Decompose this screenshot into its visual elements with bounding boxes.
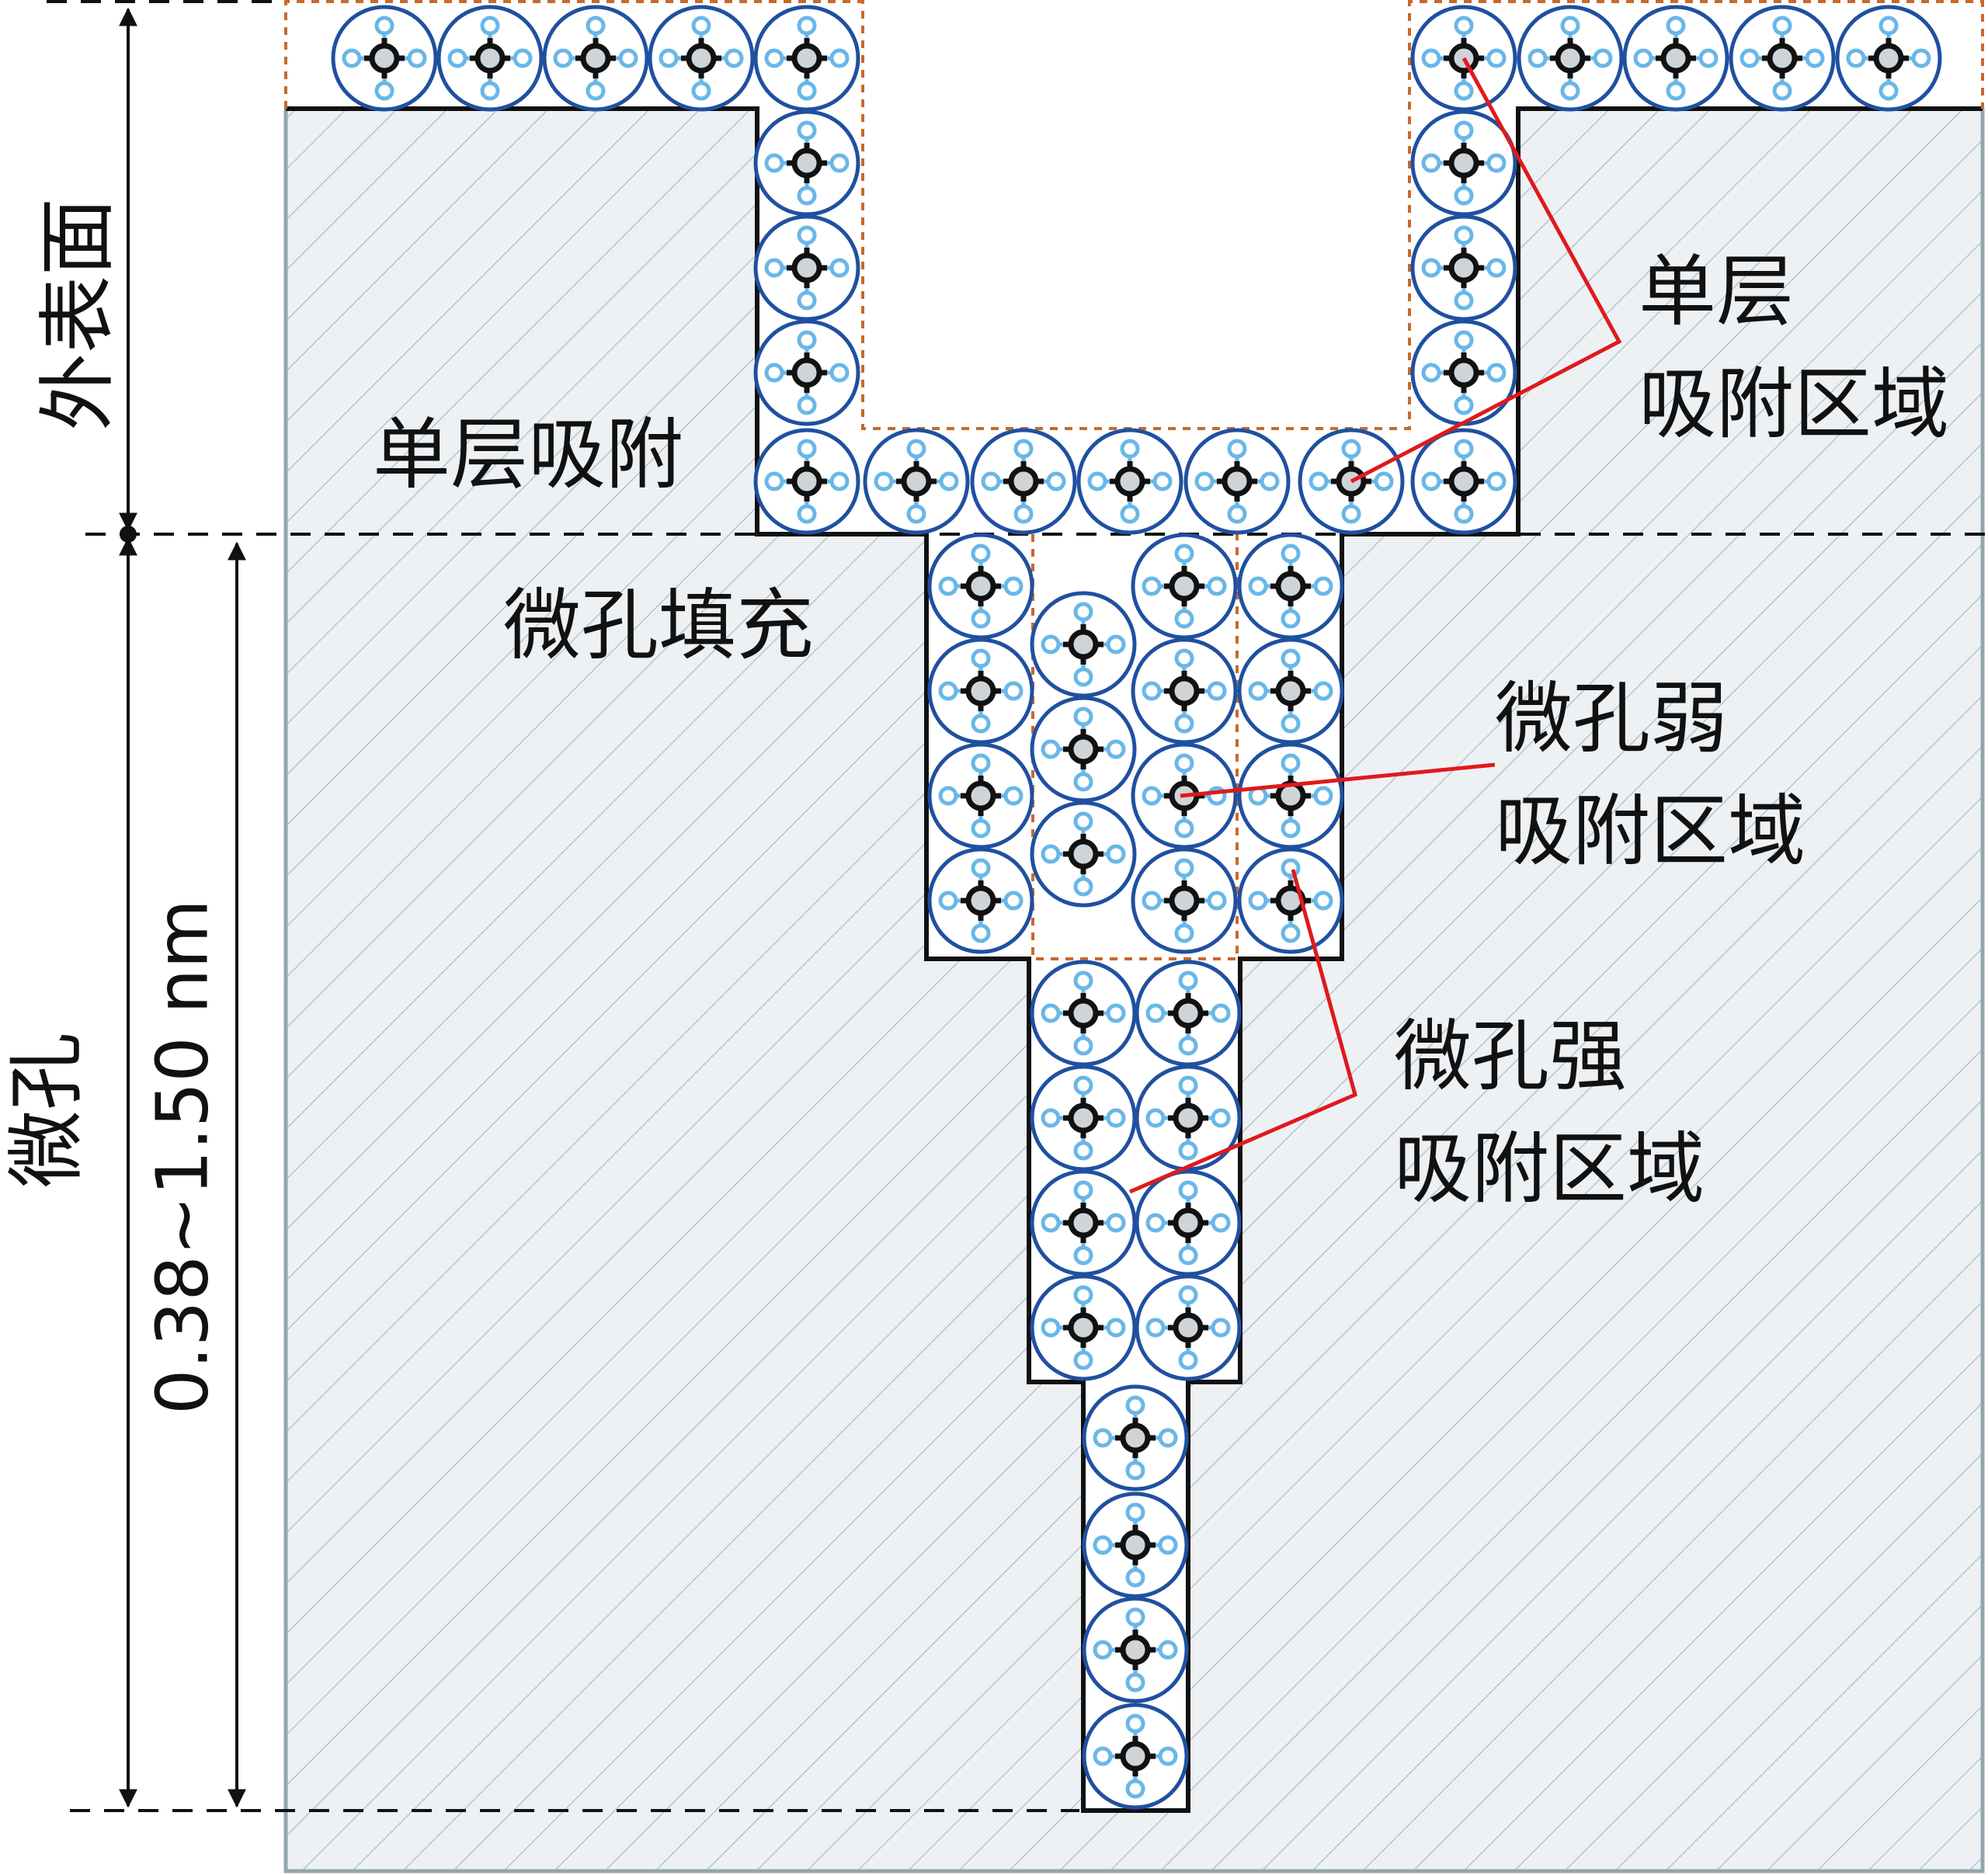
- methane-molecule-icon: [1030, 1169, 1137, 1276]
- methane-molecule-icon: [1237, 847, 1344, 954]
- methane-molecule-icon: [1135, 1064, 1242, 1172]
- monolayer-zone-label-line1: 单层: [1639, 246, 1794, 337]
- methane-molecule-icon: [1410, 109, 1517, 217]
- weak-zone-label-line1: 微孔弱: [1495, 673, 1728, 764]
- methane-molecule-icon: [1131, 847, 1238, 954]
- methane-molecule-icon: [1082, 1491, 1189, 1599]
- methane-molecule-icon: [436, 5, 544, 112]
- adsorbed-molecules: [331, 5, 1942, 1810]
- methane-molecule-icon: [927, 637, 1034, 745]
- methane-molecule-icon: [1237, 533, 1344, 640]
- methane-molecule-icon: [927, 847, 1034, 954]
- methane-molecule-icon: [542, 5, 649, 112]
- methane-molecule-icon: [1183, 428, 1291, 535]
- methane-molecule-icon: [1030, 696, 1137, 803]
- methane-molecule-icon: [863, 428, 970, 535]
- methane-molecule-icon: [1082, 1703, 1189, 1810]
- methane-molecule-icon: [1237, 637, 1344, 745]
- pore-wall: [286, 106, 1983, 1813]
- methane-molecule-icon: [1410, 319, 1517, 426]
- methane-molecule-icon: [1835, 5, 1942, 112]
- weak-zone-leader-line: [1180, 762, 1496, 798]
- methane-molecule-icon: [1622, 5, 1729, 112]
- micropore-label: 微孔: [2, 1033, 92, 1188]
- methane-molecule-icon: [1082, 1384, 1189, 1491]
- methane-molecule-icon: [1030, 1064, 1137, 1172]
- methane-molecule-icon: [970, 428, 1077, 535]
- methane-molecule-icon: [753, 214, 860, 321]
- pore-size-label: 0.38~1.50 nm: [141, 899, 224, 1415]
- methane-molecule-icon: [1030, 960, 1137, 1067]
- methane-molecule-icon: [753, 428, 860, 535]
- solid-adsorbent: [286, 109, 1983, 1871]
- methane-molecule-icon: [1410, 214, 1517, 321]
- strong-zone-leader-line: [1129, 869, 1357, 1194]
- methane-molecule-icon: [1729, 5, 1836, 112]
- methane-molecule-icon: [1237, 742, 1344, 849]
- strong-zone-label-line1: 微孔强: [1394, 1011, 1627, 1102]
- micropore-filling-label: 微孔填充: [503, 580, 814, 671]
- weak-zone-label-line2: 吸附区域: [1495, 786, 1806, 877]
- methane-molecule-icon: [1030, 800, 1137, 908]
- monolayer-zone-label-line2: 吸附区域: [1639, 359, 1949, 450]
- methane-molecule-icon: [753, 109, 860, 217]
- strong-zone-label-line2: 吸附区域: [1394, 1123, 1705, 1214]
- methane-molecule-icon: [1076, 428, 1183, 535]
- boundary-dot: [120, 526, 137, 543]
- methane-molecule-icon: [1135, 1274, 1242, 1381]
- methane-molecule-icon: [1030, 591, 1137, 698]
- methane-molecule-icon: [1131, 637, 1238, 745]
- methane-molecule-icon: [648, 5, 755, 112]
- methane-molecule-icon: [927, 742, 1034, 849]
- solid-border: [283, 109, 1985, 1873]
- methane-molecule-icon: [1517, 5, 1624, 112]
- methane-molecule-icon: [753, 5, 860, 112]
- methane-molecule-icon: [1410, 428, 1517, 535]
- methane-molecule-icon: [753, 319, 860, 426]
- monolayer-adsorption-label: 单层吸附: [373, 409, 683, 500]
- methane-molecule-icon: [1131, 533, 1238, 640]
- methane-molecule-icon: [1082, 1596, 1189, 1703]
- monolayer-leader-line: [1350, 57, 1622, 484]
- methane-molecule-icon: [1135, 960, 1242, 1067]
- outer-surface-label: 外表面: [33, 198, 123, 431]
- methane-molecule-icon: [927, 533, 1034, 640]
- methane-molecule-icon: [331, 5, 438, 112]
- methane-molecule-icon: [1135, 1169, 1242, 1276]
- methane-molecule-icon: [1030, 1274, 1137, 1381]
